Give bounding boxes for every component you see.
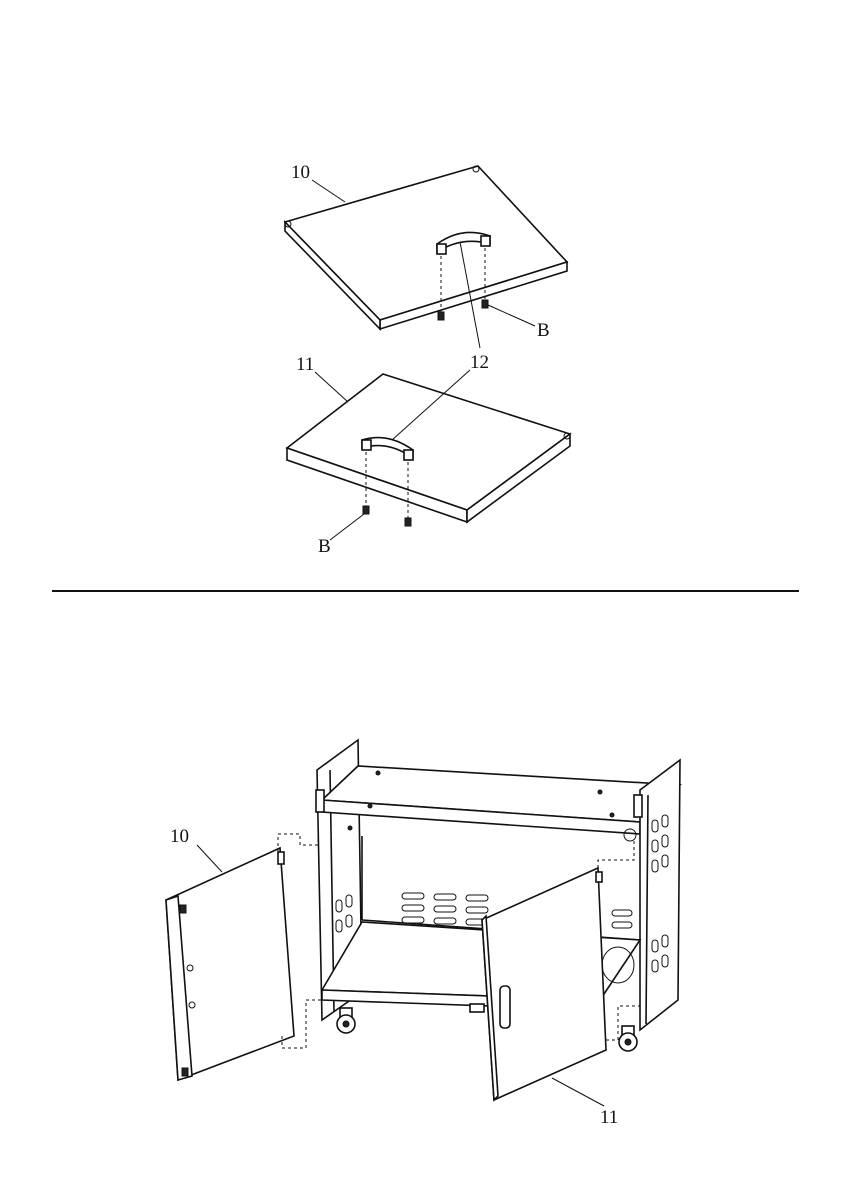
label-10-door: 10 <box>170 826 189 847</box>
hinge-guide-right-top <box>598 840 634 868</box>
label-10-top: 10 <box>291 162 310 183</box>
label-12: 12 <box>470 352 489 373</box>
leader-10-top <box>312 180 345 202</box>
hinge-guide-left-top <box>278 830 318 852</box>
caster-right <box>619 1026 637 1051</box>
label-11-door: 11 <box>600 1107 618 1128</box>
leader-11-top <box>315 372 348 402</box>
leader-10-door <box>197 845 222 872</box>
door-11 <box>482 868 606 1100</box>
label-b-upper: B <box>537 320 550 341</box>
door-panel-11-top <box>287 374 570 522</box>
leader-11-door <box>552 1078 604 1106</box>
caster-left <box>337 1008 355 1033</box>
label-11-top: 11 <box>296 354 314 375</box>
door-10 <box>166 848 294 1080</box>
leader-b-upper <box>488 305 535 326</box>
label-b-lower: B <box>318 536 331 557</box>
leader-b-lower <box>330 514 364 540</box>
